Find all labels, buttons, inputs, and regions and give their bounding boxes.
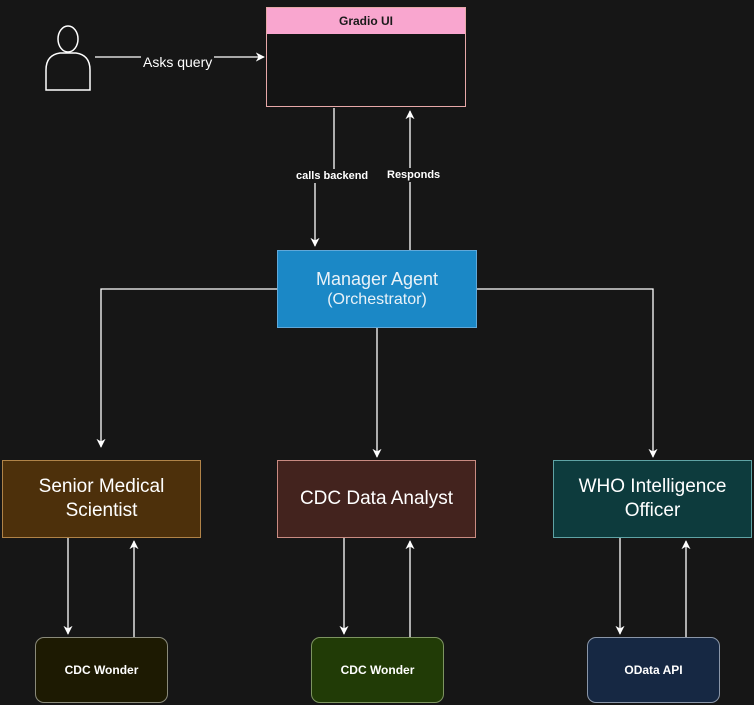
manager-agent-box: Manager Agent (Orchestrator): [277, 250, 477, 328]
gradio-ui-box: Gradio UI: [266, 7, 466, 107]
edge-label-asks-query: Asks query: [141, 54, 215, 70]
edge-label-responds: Responds: [385, 168, 443, 182]
agent-senior-medical-scientist: Senior Medical Scientist: [2, 460, 201, 538]
edge-manager-to-agent-3: [477, 288, 658, 458]
agent-cdc-data-analyst: CDC Data Analyst: [277, 460, 476, 538]
user-icon: [45, 25, 91, 91]
edge-manager-to-agent-1: [96, 288, 277, 448]
manager-agent-sublabel: (Orchestrator): [327, 291, 427, 308]
tool-cdc-wonder-1: CDC Wonder: [35, 637, 168, 703]
agent-who-intelligence-officer: WHO Intelligence Officer: [553, 460, 752, 538]
edge-label-calls-backend: calls backend: [294, 169, 371, 183]
gradio-ui-title: Gradio UI: [267, 8, 465, 34]
tool-cdc-wonder-2: CDC Wonder: [311, 637, 444, 703]
manager-agent-label: Manager Agent: [315, 269, 439, 289]
tool-odata-api: OData API: [587, 637, 720, 703]
